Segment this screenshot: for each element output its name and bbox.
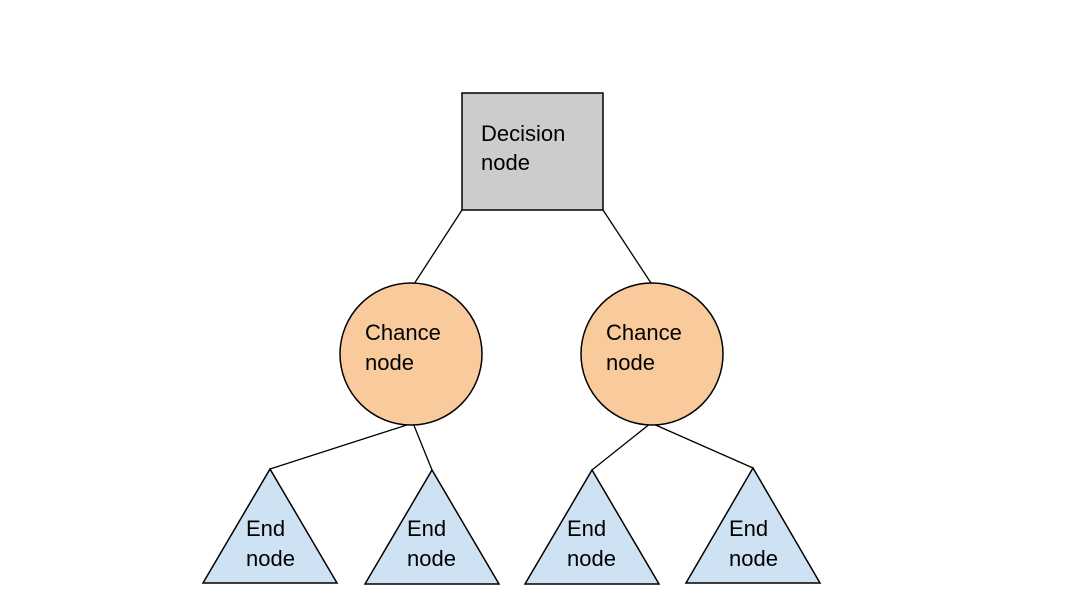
edge-chance-left-to-end-1 <box>269 422 414 470</box>
edge-chance-left-to-end-2 <box>412 422 433 471</box>
chance-node-right-shape <box>580 282 724 426</box>
end-node-2-shape <box>363 468 501 585</box>
decision-node-shape <box>461 92 604 211</box>
edge-decision-to-chance-left <box>413 209 463 285</box>
chance-node-left-shape <box>339 282 483 426</box>
end-node-4-shape <box>684 466 822 584</box>
edge-chance-right-to-end-3 <box>591 422 652 471</box>
end-node-1-shape <box>201 467 339 584</box>
end-node-3-shape <box>523 468 661 585</box>
edge-decision-to-chance-right <box>602 209 652 284</box>
edge-chance-right-to-end-4 <box>650 422 754 469</box>
